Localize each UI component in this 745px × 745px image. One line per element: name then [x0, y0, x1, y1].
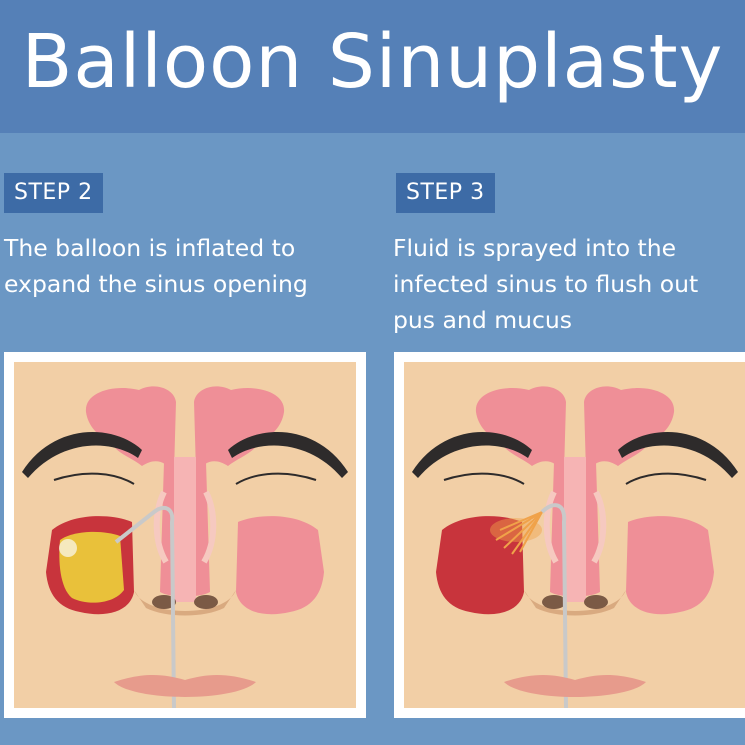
nose-base: [524, 590, 626, 616]
nasal-septum: [174, 457, 196, 602]
step-2-badge: STEP 2: [4, 173, 103, 213]
left-eyebrow: [412, 431, 532, 478]
right-nostril: [194, 595, 218, 609]
nasal-turbinates: [543, 490, 607, 564]
frontal-sinus-left: [85, 386, 176, 472]
maxillary-sinus-right: [236, 516, 324, 615]
right-eye: [625, 472, 707, 485]
nasal-turbinates: [153, 490, 217, 564]
fluid-spray: [495, 511, 543, 555]
page-title: Balloon Sinuplasty: [21, 19, 724, 105]
step-3-description-line: pus and mucus: [393, 306, 573, 334]
left-eyebrow: [22, 431, 142, 478]
lips: [504, 675, 646, 697]
left-nostril: [152, 595, 176, 609]
nasal-septum: [564, 457, 586, 602]
irrigation-catheter: [540, 503, 568, 708]
frontal-sinus-left: [475, 386, 566, 472]
maxillary-sinus-left-infected: [436, 516, 524, 615]
step-2-description: The balloon is inflated to expand the si…: [4, 230, 308, 302]
step-3-badge: STEP 3: [396, 173, 495, 213]
nose-base: [134, 590, 236, 616]
right-nostril: [584, 595, 608, 609]
right-eyebrow: [228, 431, 348, 478]
balloon-highlight: [59, 539, 77, 557]
step-2-description-line: The balloon is inflated to: [4, 234, 296, 262]
balloon-catheter: [114, 505, 176, 708]
step-2-description-line: expand the sinus opening: [4, 270, 308, 298]
step-3-description-line: Fluid is sprayed into the: [393, 234, 677, 262]
frontal-sinus-right: [584, 386, 675, 472]
lips: [114, 675, 256, 697]
step-3-description: Fluid is sprayed into the infected sinus…: [393, 230, 698, 338]
left-eye: [53, 472, 135, 485]
left-nostril: [542, 595, 566, 609]
fluid-cloud: [490, 518, 542, 542]
step-2-illustration-panel: [4, 352, 366, 718]
frontal-sinus-right: [194, 386, 285, 472]
step-2-face-illustration: [14, 362, 356, 708]
maxillary-sinus-right: [626, 516, 714, 615]
step-3-illustration-panel: [394, 352, 745, 718]
step-3-face-illustration: [404, 362, 745, 708]
step-3-description-line: infected sinus to flush out: [393, 270, 699, 298]
header-band: [0, 0, 745, 133]
right-eyebrow: [618, 431, 738, 478]
left-eye: [443, 472, 525, 485]
right-eye: [235, 472, 317, 485]
